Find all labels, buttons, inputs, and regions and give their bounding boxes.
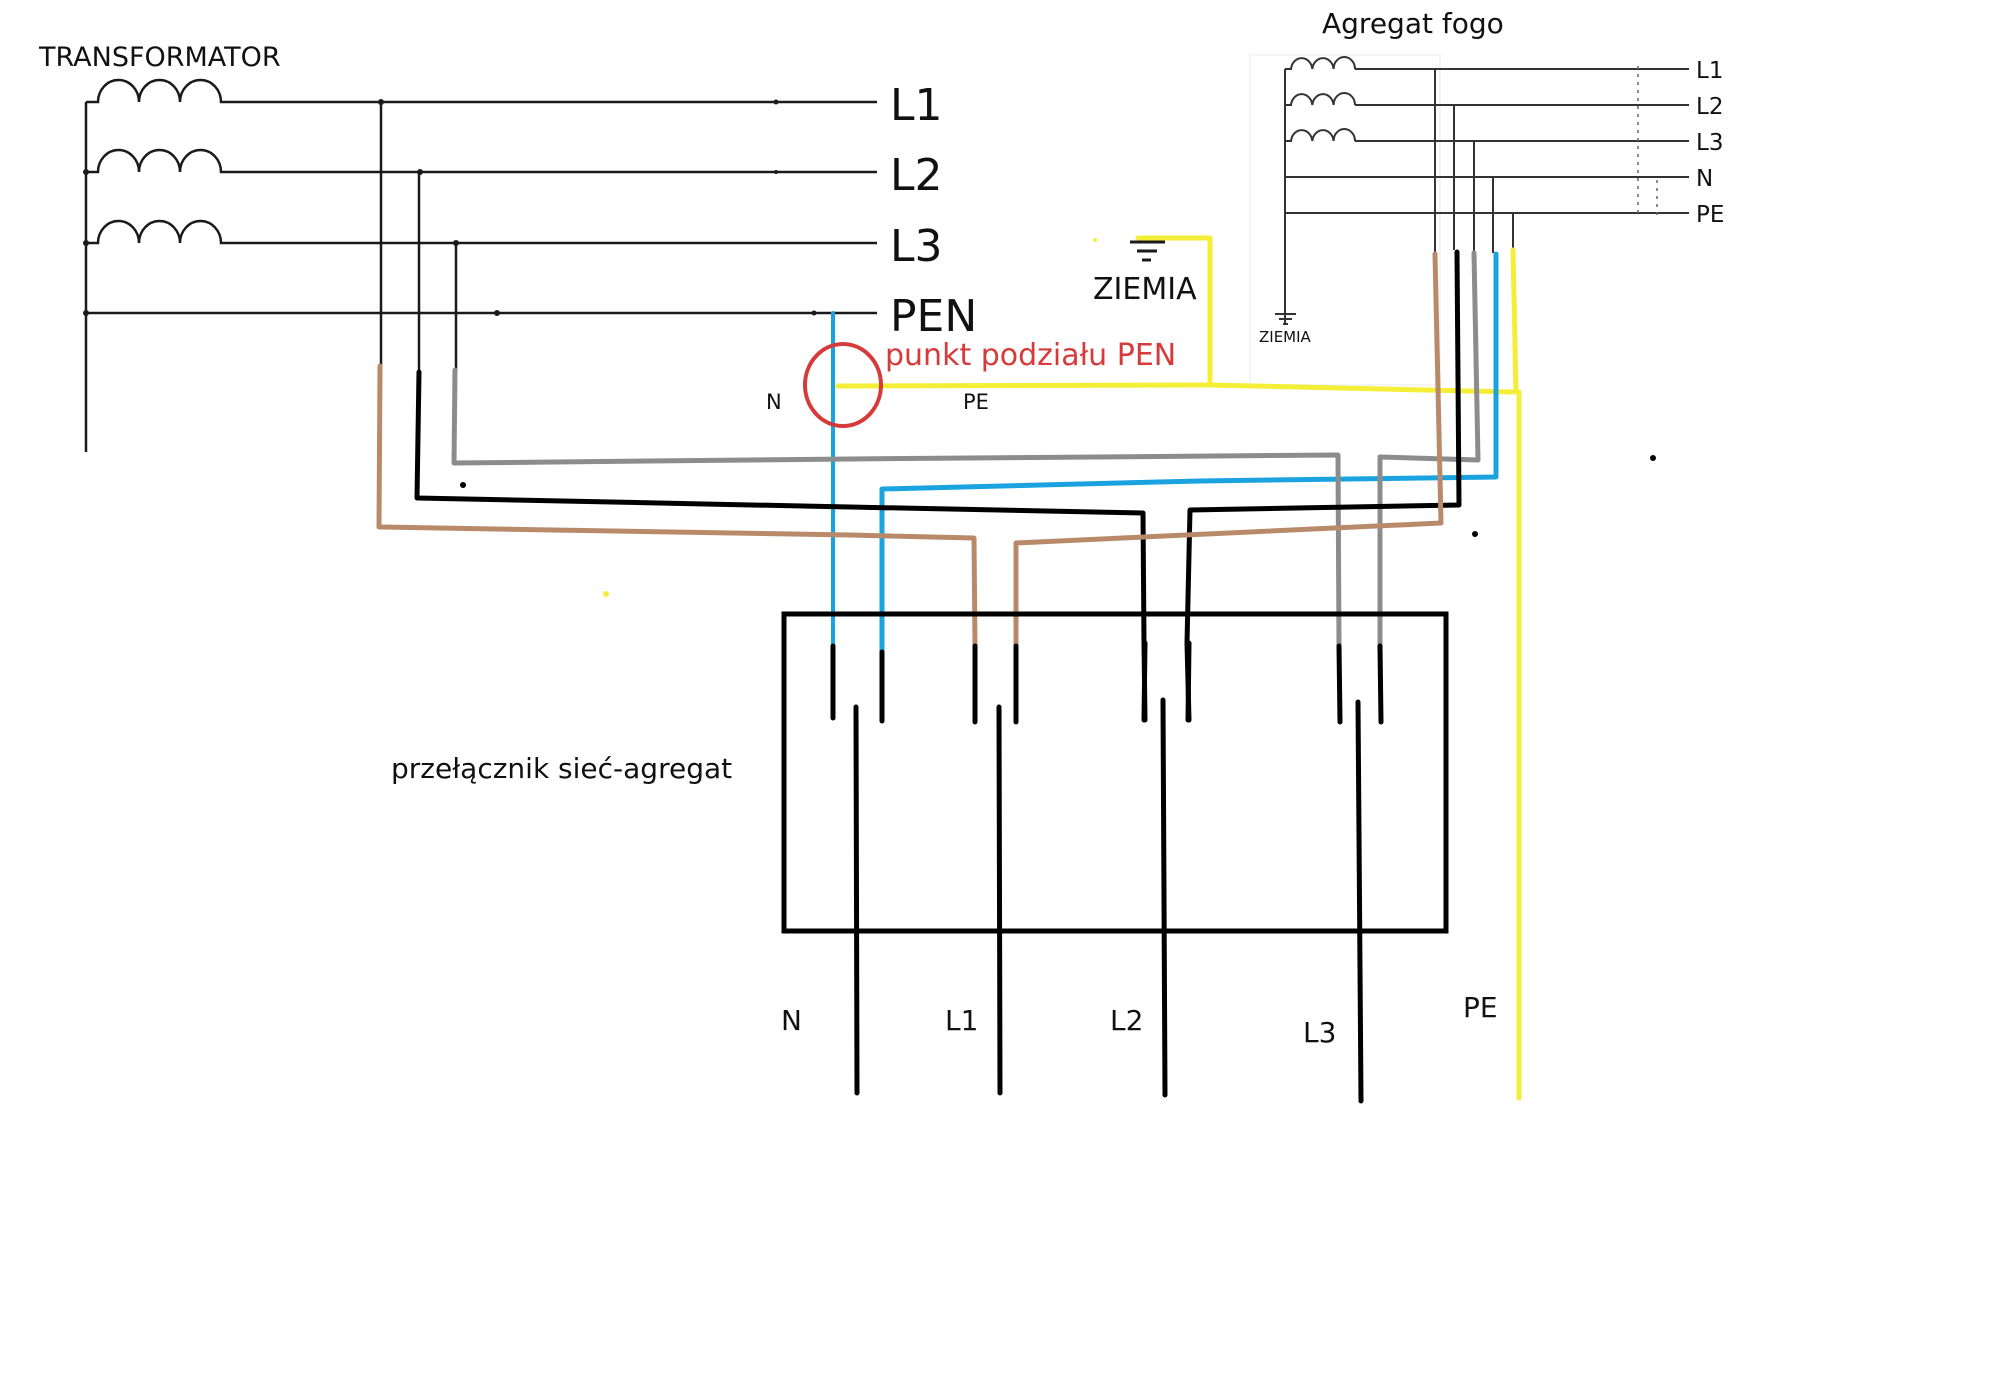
junction-dot [773,99,779,105]
changeover-switch: przełącznik sieć-agregat N L1 L2 L3 PE [391,611,1498,1104]
switch-output-l2 [1160,697,1168,1098]
transformer-title: TRANSFORMATOR [38,42,281,73]
switch-housing [781,611,1449,934]
switch-output-label: PE [1463,991,1498,1024]
earth-connection: ZIEMIA [1093,240,1197,307]
pen-split-point: punkt podziału PEN N PE [766,338,1176,428]
generator-ground-label: ZIEMIA [1259,328,1312,346]
wire-l2-generator [1184,249,1462,723]
generator-coil-l2-icon [1285,92,1356,106]
generator-frame [1249,54,1441,386]
switch-output-label: L3 [1303,1016,1336,1049]
transformer-output-label: L2 [890,150,943,201]
transformer-output-label: PEN [890,291,977,342]
transformer-coil-l1-icon [86,78,223,104]
pen-split-n-label: N [766,390,782,414]
pen-split-pe-label: PE [963,390,989,414]
stray-dot [460,482,466,488]
generator-output-label: PE [1696,202,1724,228]
transformer-output-label: L3 [890,221,943,272]
wire-l2-mains [414,369,1148,723]
earth-ground-icon [1130,240,1165,262]
generator-output-label: L2 [1696,94,1723,120]
stray-dot [603,591,609,597]
transformer-output-label: L1 [890,80,943,131]
wire-l3-mains [451,367,1342,649]
junction-dot [811,310,817,316]
switch-output-label: N [781,1004,802,1037]
generator-output-label: N [1696,166,1713,192]
junction-dot [494,310,500,316]
generator-output-label: L3 [1696,130,1723,156]
transformer: TRANSFORMATOR L1 L2 L3 PEN [38,42,977,452]
transformer-coil-l2-icon [86,148,223,174]
generator-coil-l1-icon [1285,56,1356,70]
junction-dot [83,240,89,246]
generator: Agregat fogo L1 L2 L3 N PE ZIEMIA [1249,7,1724,386]
switch-output-label: L1 [945,1004,978,1037]
transformer-coil-l3-icon [86,219,223,245]
switch-output-n [853,704,860,1096]
stray-dot [1650,455,1656,461]
wire-n-generator [879,251,1499,655]
wire-l3-generator [1377,250,1481,649]
generator-ground-icon [1275,313,1296,325]
junction-dot [83,169,89,175]
switch-output-blades [853,697,1364,1104]
stray-dot [1472,531,1478,537]
switch-input-contacts [830,640,1384,725]
stray-dot [1093,238,1097,242]
junction-dot [83,310,89,316]
pen-split-circle [803,342,883,428]
switch-output-l1 [996,704,1003,1096]
switch-label: przełącznik sieć-agregat [391,752,732,785]
generator-title: Agregat fogo [1322,7,1504,40]
earth-label: ZIEMIA [1093,272,1197,307]
generator-coil-l3-icon [1285,128,1356,142]
switch-output-l3 [1355,699,1364,1104]
wire-pe-generator [1510,247,1522,1101]
wire-l1-generator [1013,251,1444,649]
wire-l1-mains [376,363,978,649]
generator-output-label: L1 [1696,58,1723,84]
wire-pe-earth [1135,235,1516,395]
wire-pe-split [835,382,1213,389]
switch-output-label: L2 [1110,1004,1143,1037]
wiring [376,235,1656,1101]
pen-split-label: punkt podziału PEN [885,338,1176,373]
junction-dot [774,170,778,174]
